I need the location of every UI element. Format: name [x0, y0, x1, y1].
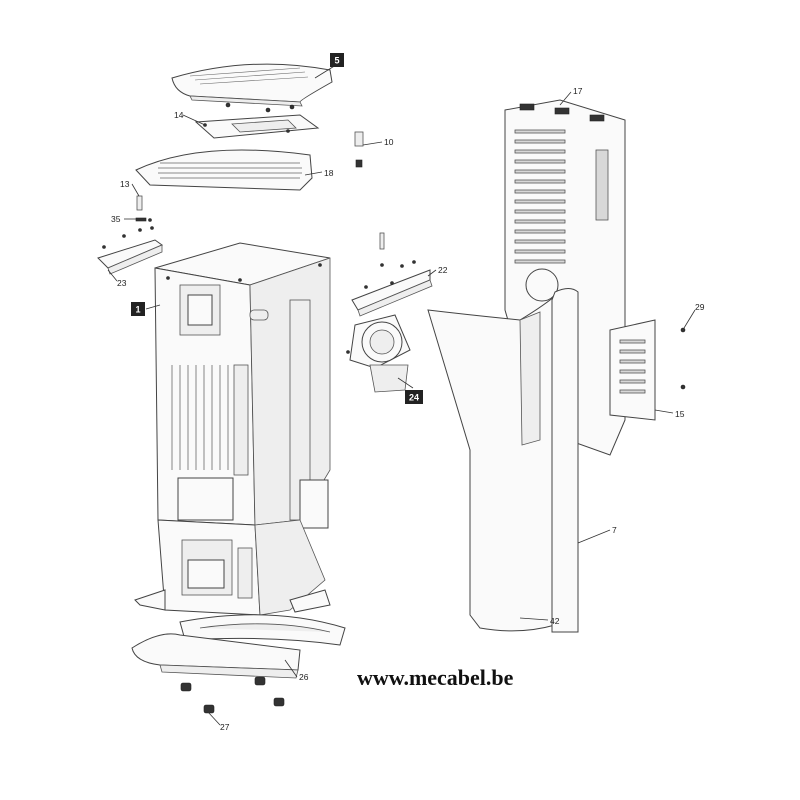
part-fan [346, 314, 411, 393]
callout-5: 5 [330, 53, 344, 67]
part-base-tray [131, 633, 301, 679]
callout-22: 22 [438, 265, 448, 275]
leader-lines [107, 64, 696, 726]
part-side-piece [609, 319, 656, 421]
callout-13: 13 [120, 179, 130, 189]
part-base-assembly [134, 519, 331, 616]
part-feet [180, 676, 285, 714]
part-rod [379, 232, 385, 250]
part-lid-screws [225, 102, 295, 113]
callout-18: 18 [324, 168, 334, 178]
part-bracket-22 [351, 260, 433, 317]
part-top-lid [171, 63, 333, 107]
callout-27: 27 [220, 722, 230, 732]
part-plate [194, 114, 320, 139]
callout-17: 17 [573, 86, 583, 96]
part-bracket [97, 226, 164, 275]
callout-24: 24 [405, 390, 423, 404]
callout-26: 26 [299, 672, 309, 682]
svg-text:24: 24 [409, 393, 419, 403]
svg-text:5: 5 [334, 56, 339, 66]
part-screws-29 [680, 327, 686, 390]
callout-35: 35 [111, 214, 121, 224]
part-side-panel-7 [551, 288, 579, 633]
callout-14: 14 [174, 110, 184, 120]
callout-10: 10 [384, 137, 394, 147]
callout-15: 15 [675, 409, 685, 419]
callout-42: 42 [550, 616, 560, 626]
part-screw-35 [135, 217, 152, 222]
callout-7: 7 [612, 525, 617, 535]
callout-29: 29 [695, 302, 705, 312]
svg-text:1: 1 [135, 305, 140, 315]
part-fitting [354, 131, 364, 168]
part-base-ring [179, 614, 346, 646]
part-pin [136, 195, 143, 211]
callout-1: 1 [131, 302, 145, 316]
part-side-panel-42 [427, 290, 561, 632]
callout-23: 23 [117, 278, 127, 288]
watermark-url: www.mecabel.be [357, 665, 514, 690]
part-main-body [154, 242, 331, 529]
part-grille [135, 149, 313, 191]
